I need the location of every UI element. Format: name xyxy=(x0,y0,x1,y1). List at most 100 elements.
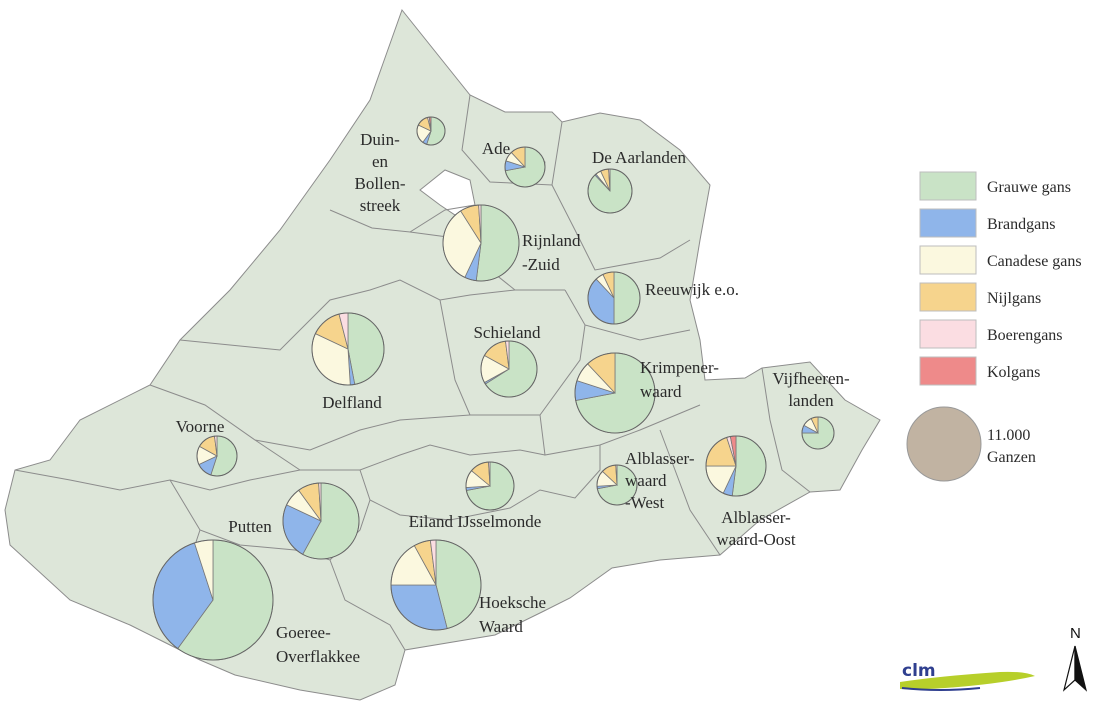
region-label-line: Ade xyxy=(482,139,510,158)
north-arrow: N xyxy=(1062,625,1088,692)
legend-label-brandgans: Brandgans xyxy=(987,216,1055,233)
logo-swoosh-blue xyxy=(901,687,981,691)
region-label-line: waard xyxy=(625,471,667,490)
pie-eiland-ijsselmonde xyxy=(465,461,515,511)
region-label-line: Voorne xyxy=(176,417,225,436)
pie-outline xyxy=(390,539,482,631)
logo-swoosh-green xyxy=(900,671,1035,690)
pie-outline xyxy=(705,435,767,497)
region-label-line: waard xyxy=(640,382,682,401)
size-legend-unit: Ganzen xyxy=(987,449,1036,466)
pie-outline xyxy=(282,482,360,560)
region-label-rijnland-zuid: Rijnland -Zuid xyxy=(522,231,581,274)
region-label-putten: Putten xyxy=(228,517,272,536)
size-legend-value: 11.000 xyxy=(987,427,1030,444)
region-label-line: Krimpener- xyxy=(640,358,719,377)
pie-putten xyxy=(282,482,360,560)
legend-swatch-canadese-gans xyxy=(919,245,977,275)
region-label-line: Schieland xyxy=(473,323,541,342)
pie-outline xyxy=(442,204,520,282)
pie-reeuwijk-e-o xyxy=(587,271,641,325)
region-label-line: -Zuid xyxy=(522,255,560,274)
region-label-line: Goeree- xyxy=(276,623,331,642)
region-label-alblasserwaard-oost: Alblasser-waard-Oost xyxy=(716,508,796,549)
pie-ade xyxy=(504,146,546,188)
pie-delfland xyxy=(311,312,385,386)
region-label-line: Alblasser- xyxy=(721,508,791,527)
pie-de-aarlanden xyxy=(587,168,633,214)
region-label-vijfheerenlanden: Vijfheeren-landen xyxy=(772,369,850,410)
north-label: N xyxy=(1070,625,1081,642)
pie-goeree-overflakkee xyxy=(152,539,274,661)
pie-vijfheerenlanden xyxy=(801,416,835,450)
region-label-line: Vijfheeren- xyxy=(772,369,850,388)
region-label-line: De Aarlanden xyxy=(592,148,686,167)
pie-outline xyxy=(196,435,238,477)
pie-duin-en-bollenstreek xyxy=(416,116,446,146)
pie-schieland xyxy=(480,340,538,398)
legend-label-canadese-gans: Canadese gans xyxy=(987,253,1082,270)
region-label-reeuwijk-e-o: Reeuwijk e.o. xyxy=(645,280,739,299)
pie-outline xyxy=(504,146,546,188)
north-arrow-left xyxy=(1062,645,1076,692)
region-label-voorne: Voorne xyxy=(176,417,225,436)
pie-rijnland-zuid xyxy=(442,204,520,282)
region-label-line: -West xyxy=(625,493,665,512)
pie-hoeksche-waard xyxy=(390,539,482,631)
pie-outline xyxy=(311,312,385,386)
legend-swatch-brandgans xyxy=(919,208,977,238)
pie-outline xyxy=(416,116,446,146)
legend-swatch-grauwe-gans xyxy=(919,171,977,201)
pie-outline xyxy=(465,461,515,511)
clm-logo: clm xyxy=(900,661,1035,691)
pie-outline xyxy=(587,168,633,214)
legend-label-nijlgans: Nijlgans xyxy=(987,290,1041,307)
size-legend-circle xyxy=(906,406,982,482)
region-label-line: Putten xyxy=(228,517,272,536)
region-label-line: Rijnland xyxy=(522,231,581,250)
region-label-alblasserwaard-west: Alblasser-waard -West xyxy=(625,449,695,512)
pie-outline xyxy=(152,539,274,661)
legend-label-grauwe-gans: Grauwe gans xyxy=(987,179,1071,196)
pie-alblasserwaard-oost xyxy=(705,435,767,497)
region-label-line: Waard xyxy=(479,617,523,636)
legend-swatch-kolgans xyxy=(919,356,977,386)
clm-logo-text: clm xyxy=(902,661,936,681)
legend-swatch-nijlgans xyxy=(919,282,977,312)
pie-outline xyxy=(480,340,538,398)
pie-outline xyxy=(801,416,835,450)
region-label-ade: Ade xyxy=(482,139,510,158)
pie-alblasserwaard-west xyxy=(596,464,638,506)
pie-krimpenerwaard xyxy=(574,352,656,434)
region-label-delfland: Delfland xyxy=(322,393,382,412)
region-label-line: Reeuwijk e.o. xyxy=(645,280,739,299)
land-outline xyxy=(4,8,881,701)
region-label-line: Delfland xyxy=(322,393,382,412)
region-label-line: Hoeksche xyxy=(479,593,546,612)
region-label-line: waard-Oost xyxy=(716,530,796,549)
pie-voorne xyxy=(196,435,238,477)
region-label-krimpenerwaard: Krimpener-waard xyxy=(640,358,719,401)
pie-layer xyxy=(152,116,835,661)
north-arrow-right xyxy=(1074,645,1088,692)
pie-outline xyxy=(596,464,638,506)
legend-label-boerengans: Boerengans xyxy=(987,327,1063,344)
region-label-line: landen xyxy=(788,391,834,410)
region-label-eiland-ijsselmonde: Eiland IJsselmonde xyxy=(409,512,542,531)
region-label-line: streek xyxy=(360,196,401,215)
region-label-schieland: Schieland xyxy=(473,323,541,342)
legend-swatch-boerengans xyxy=(919,319,977,349)
pie-outline xyxy=(574,352,656,434)
region-label-de-aarlanden: De Aarlanden xyxy=(592,148,686,167)
region-label-line: en xyxy=(372,152,389,171)
region-label-line: Alblasser- xyxy=(625,449,695,468)
region-label-goeree-overflakkee: Goeree-Overflakkee xyxy=(276,623,360,666)
region-label-line: Eiland IJsselmonde xyxy=(409,512,542,531)
